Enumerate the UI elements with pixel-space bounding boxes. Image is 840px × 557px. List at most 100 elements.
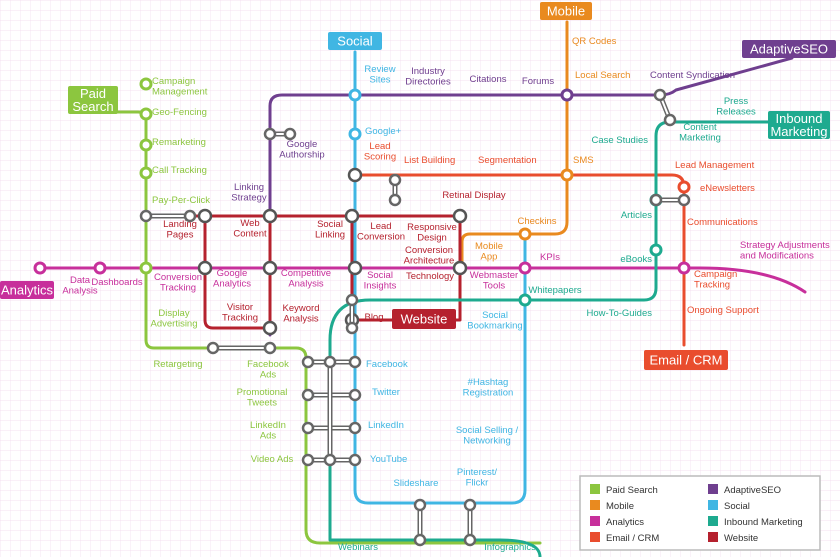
station-marker: [348, 127, 362, 141]
station-marker: [33, 261, 47, 275]
interchange-station: [262, 208, 278, 224]
interchange-station: [197, 260, 213, 276]
website-tag-label: Website: [401, 312, 448, 327]
station-label-linkedin: LinkedIn: [368, 420, 404, 431]
legend-label: Social: [724, 501, 750, 512]
legend-swatch: [708, 500, 718, 510]
mobile-line-tag: Mobile: [540, 2, 592, 20]
interchange-station: [452, 208, 468, 224]
email-line-tag: Email / CRM: [644, 350, 728, 370]
station-marker: [93, 261, 107, 275]
station-label-webinars: Webinars: [338, 542, 378, 553]
inbound-tag-label: Inbound: [776, 111, 823, 126]
legend-label: Inbound Marketing: [724, 517, 803, 528]
station-marker: [518, 261, 532, 275]
station-label-forums: Forums: [522, 76, 554, 87]
station-label-social-selling-networking: Social Selling /Networking: [456, 425, 519, 447]
station-label-dashboards: Dashboards: [91, 277, 142, 288]
legend-item-analytics: Analytics: [590, 516, 644, 528]
station-label-lead-management: Lead Management: [675, 160, 755, 171]
analytics-tag-label: Analytics: [1, 283, 54, 298]
station-label-citations: Citations: [470, 74, 507, 85]
station-marker: [139, 166, 153, 180]
transfer-connector: [263, 127, 297, 141]
interchange-station: [262, 320, 278, 336]
transfer-connector: [388, 173, 402, 207]
analytics-line-tag: Analytics: [0, 281, 54, 299]
legend-item-website: Website: [708, 532, 758, 544]
station-label-geo-fencing: Geo-Fencing: [152, 107, 207, 118]
station-label-twitter: Twitter: [372, 387, 400, 398]
transfer-connector: [323, 355, 337, 467]
legend-item-social: Social: [708, 500, 750, 512]
station-label-case-studies: Case Studies: [591, 135, 648, 146]
station-marker: [518, 293, 532, 307]
social-line-tag: Social: [328, 32, 382, 50]
station-label-how-to-guides: How-To-Guides: [587, 308, 653, 319]
station-label-video-ads: Video Ads: [251, 454, 294, 465]
station-marker: [139, 77, 153, 91]
legend: Paid Search AdaptiveSEO Mobile SocialAnalyt…: [579, 475, 821, 551]
station-marker: [348, 88, 362, 102]
station-label-infographics: Infographics: [484, 542, 536, 553]
transfer-connector: [649, 193, 691, 207]
station-marker: [139, 107, 153, 121]
legend-label: Mobile: [606, 501, 634, 512]
transfer-connector: [345, 293, 359, 335]
station-marker: [560, 88, 574, 102]
station-label-slideshare: Slideshare: [394, 478, 439, 489]
legend-swatch: [708, 484, 718, 494]
station-label-communications: Communications: [687, 217, 758, 228]
legend-label: Email / CRM: [606, 533, 659, 544]
website-loop: [203, 214, 272, 330]
station-marker: [560, 168, 574, 182]
station-label-technology: Technology: [406, 271, 454, 282]
inbound-line: [328, 120, 770, 557]
station-label-sms: SMS: [573, 155, 594, 166]
station-label-content-syndication: Content Syndication: [650, 70, 735, 81]
analytics-line: [38, 266, 807, 294]
interchange-station: [197, 208, 213, 224]
station-label-articles: Articles: [621, 210, 652, 221]
legend-item-email-crm: Email / CRM: [590, 532, 659, 544]
legend-label: AdaptiveSEO: [724, 485, 781, 496]
transfer-connector: [413, 498, 427, 547]
legend-item-paid-search: Paid Search: [590, 484, 658, 496]
legend-box: [579, 475, 821, 551]
social-tag-label: Social: [337, 34, 373, 49]
legend-swatch: [590, 484, 600, 494]
interchange-station: [347, 260, 363, 276]
legend-item-mobile: Mobile: [590, 500, 634, 512]
social-line: [353, 50, 527, 505]
station-label-segmentation: Segmentation: [478, 155, 537, 166]
station-label-pay-per-click: Pay-Per-Click: [152, 195, 210, 206]
station-label-ongoing-support: Ongoing Support: [687, 305, 759, 316]
interchange-station: [262, 260, 278, 276]
mobile-tag-label: Mobile: [547, 4, 585, 19]
paid-tag-label: Paid: [80, 86, 106, 101]
adaptive-tag-label: AdaptiveSEO: [750, 42, 828, 57]
adaptive-line-tag: AdaptiveSEO: [742, 40, 836, 58]
